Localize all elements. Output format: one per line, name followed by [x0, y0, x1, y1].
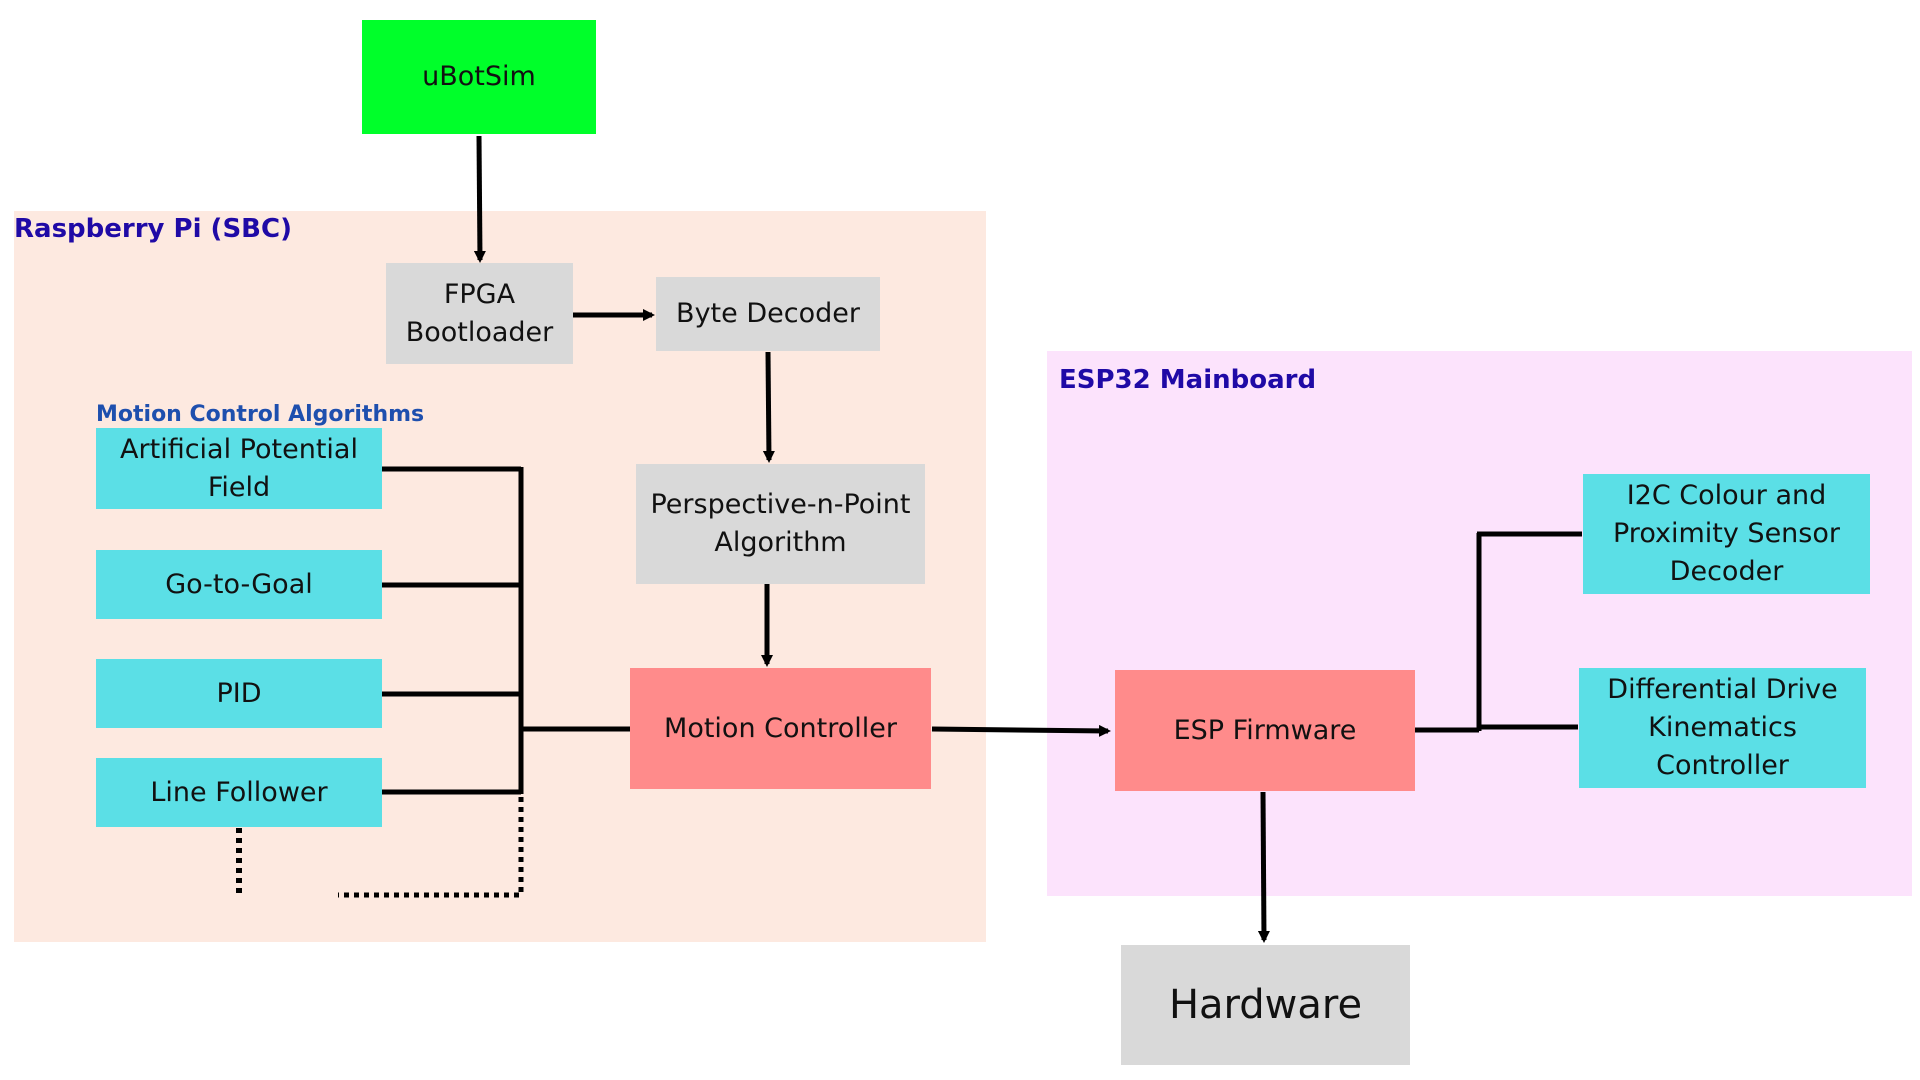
hardware-node: Hardware: [1121, 945, 1410, 1065]
arrow-byte-decoder-to-pnp: [762, 351, 775, 463]
esp32-mainboard-title: ESP32 Mainboard: [1059, 365, 1317, 395]
motion-control-algorithms-title: Motion Control Algorithms: [96, 402, 425, 427]
line-follower-label: Line Follower: [150, 776, 328, 808]
pid-label: PID: [216, 677, 262, 709]
ubotsim-node: uBotSim: [362, 20, 596, 134]
pnp-algorithm-label: Perspective-n-Point Algorithm: [650, 489, 911, 558]
fpga-bootloader-label: FPGA Bootloader: [405, 278, 554, 348]
pnp-algorithm-node: Perspective-n-Point Algorithm: [636, 464, 925, 584]
byte-decoder-node: Byte Decoder: [656, 277, 880, 351]
arrow-motion-controller-to-esp-firmware: [931, 724, 1111, 737]
go-to-goal-node: Go-to-Goal: [96, 550, 382, 619]
arrow-ubotsim-to-fpga: [473, 135, 486, 263]
fpga-bootloader-node: FPGA Bootloader: [386, 263, 573, 364]
hardware-label: Hardware: [1168, 982, 1363, 1028]
byte-decoder-label: Byte Decoder: [676, 298, 860, 329]
esp-firmware-node: ESP Firmware: [1115, 670, 1415, 791]
motion-controller-node: Motion Controller: [630, 668, 931, 789]
apf-node: Artificial Potential Field: [96, 428, 382, 509]
arrow-esp-firmware-to-hardware: [1257, 791, 1270, 943]
apf-label: Artificial Potential Field: [120, 433, 358, 503]
go-to-goal-label: Go-to-Goal: [165, 568, 313, 600]
ubotsim-label: uBotSim: [422, 61, 536, 92]
pid-node: PID: [96, 659, 382, 728]
diff-drive-controller-label: Differential Drive Kinematics Controller: [1607, 674, 1838, 781]
diff-drive-controller-node: Differential Drive Kinematics Controller: [1579, 668, 1866, 788]
i2c-sensor-decoder-node: I2C Colour and Proximity Sensor Decoder: [1583, 474, 1870, 594]
i2c-sensor-decoder-label: I2C Colour and Proximity Sensor Decoder: [1613, 480, 1840, 587]
dotted-continuation-bus: [338, 797, 524, 898]
motion-controller-label: Motion Controller: [664, 712, 897, 744]
line-follower-node: Line Follower: [96, 758, 382, 827]
raspberry-pi-title: Raspberry Pi (SBC): [14, 214, 292, 244]
esp-firmware-label: ESP Firmware: [1173, 714, 1357, 746]
